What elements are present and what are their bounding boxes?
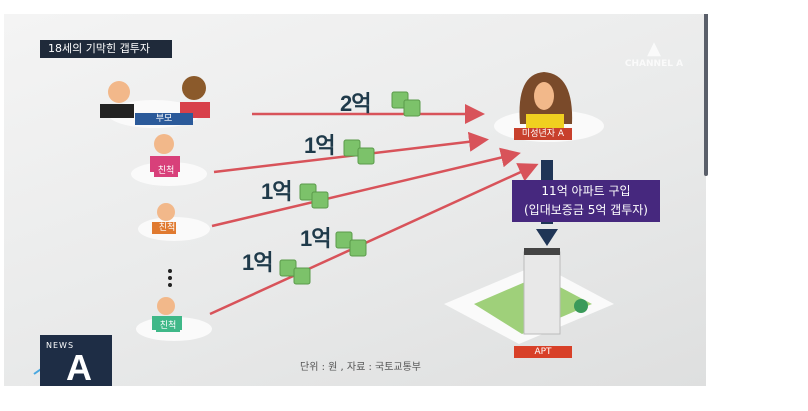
money-icon <box>311 191 329 209</box>
giver-label-relative: 친척 <box>156 320 180 332</box>
news-a-logo: NEWS A <box>40 335 112 386</box>
amount-relative-2: 1억 <box>261 179 293 204</box>
apartment-building-icon <box>523 251 561 335</box>
giver-label-parents: 부모 <box>135 113 193 125</box>
purchase-line-1: 11억 아파트 구입 <box>541 184 631 198</box>
recipient-label: 미성년자 A <box>514 128 572 140</box>
flow-arrows <box>33 72 614 375</box>
amount-relative-1: 1억 <box>304 133 336 158</box>
graphic-title: 18세의 기막힌 갭투자 <box>40 40 172 58</box>
watermark-text: CHANNEL A <box>624 59 684 69</box>
money-icon <box>349 239 367 257</box>
mother-icon <box>182 76 206 100</box>
tree-icon <box>574 299 588 313</box>
amount-relative-3: 1억 <box>242 250 274 275</box>
amount-parents: 2억 <box>340 91 372 116</box>
purchase-line-2: (입대보증금 5억 갭투자) <box>524 203 648 217</box>
people-icons <box>33 72 614 375</box>
source-note: 단위 : 원 , 자료 : 국토교통부 <box>300 362 421 373</box>
purchase-box: 11억 아파트 구입 (입대보증금 5억 갭투자) <box>512 180 660 222</box>
logo-letter: A <box>66 347 92 386</box>
apartment-label: APT <box>514 346 572 358</box>
channel-watermark: ▲ CHANNEL A <box>624 38 684 69</box>
relative-icon <box>157 297 175 315</box>
money-icons <box>279 91 421 285</box>
money-icon <box>403 99 421 117</box>
relative-icon <box>154 134 174 154</box>
logo-news-text: NEWS <box>46 341 75 350</box>
relative-icon <box>157 203 175 221</box>
arrow-relative-3 <box>209 163 539 316</box>
arrow-relative-2 <box>211 147 521 228</box>
father-icon <box>108 81 130 103</box>
giver-label-relative: 친척 <box>158 223 176 233</box>
money-icon <box>357 147 375 165</box>
money-icon <box>293 267 311 285</box>
edge-bar <box>704 14 708 176</box>
amount-relative-extra: 1억 <box>300 226 332 251</box>
giver-label-relative: 친척 <box>154 165 178 177</box>
infographic: 18세의 기막힌 갭투자 부모 친척 친척 친척 2억 1억 1억 1억 1억 … <box>4 14 706 386</box>
